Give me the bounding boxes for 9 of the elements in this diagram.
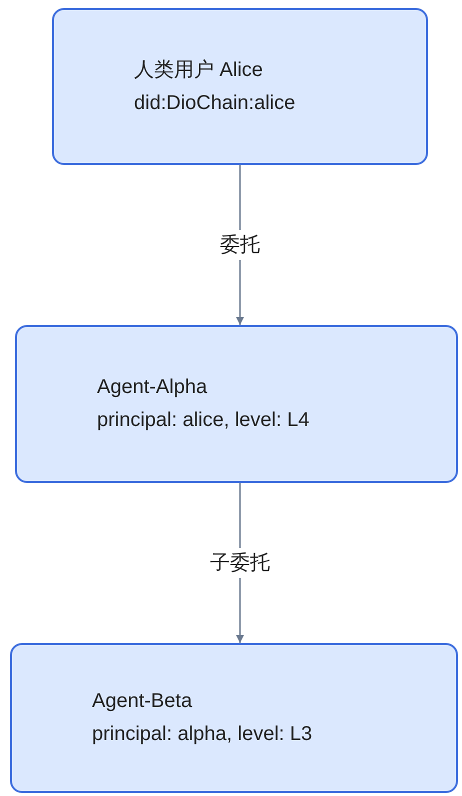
process-box — [52, 8, 428, 165]
node-detail: did:DioChain:alice — [134, 90, 296, 116]
node-title: Agent-Alpha — [97, 375, 208, 400]
node-detail: principal: alice, level: L4 — [97, 408, 310, 433]
process-box — [15, 325, 458, 483]
node-title: Agent-Beta — [92, 689, 192, 714]
node-title: 人类用户 Alice — [134, 58, 263, 82]
node-detail: principal: alpha, level: L3 — [92, 722, 312, 747]
process-box — [10, 643, 458, 793]
